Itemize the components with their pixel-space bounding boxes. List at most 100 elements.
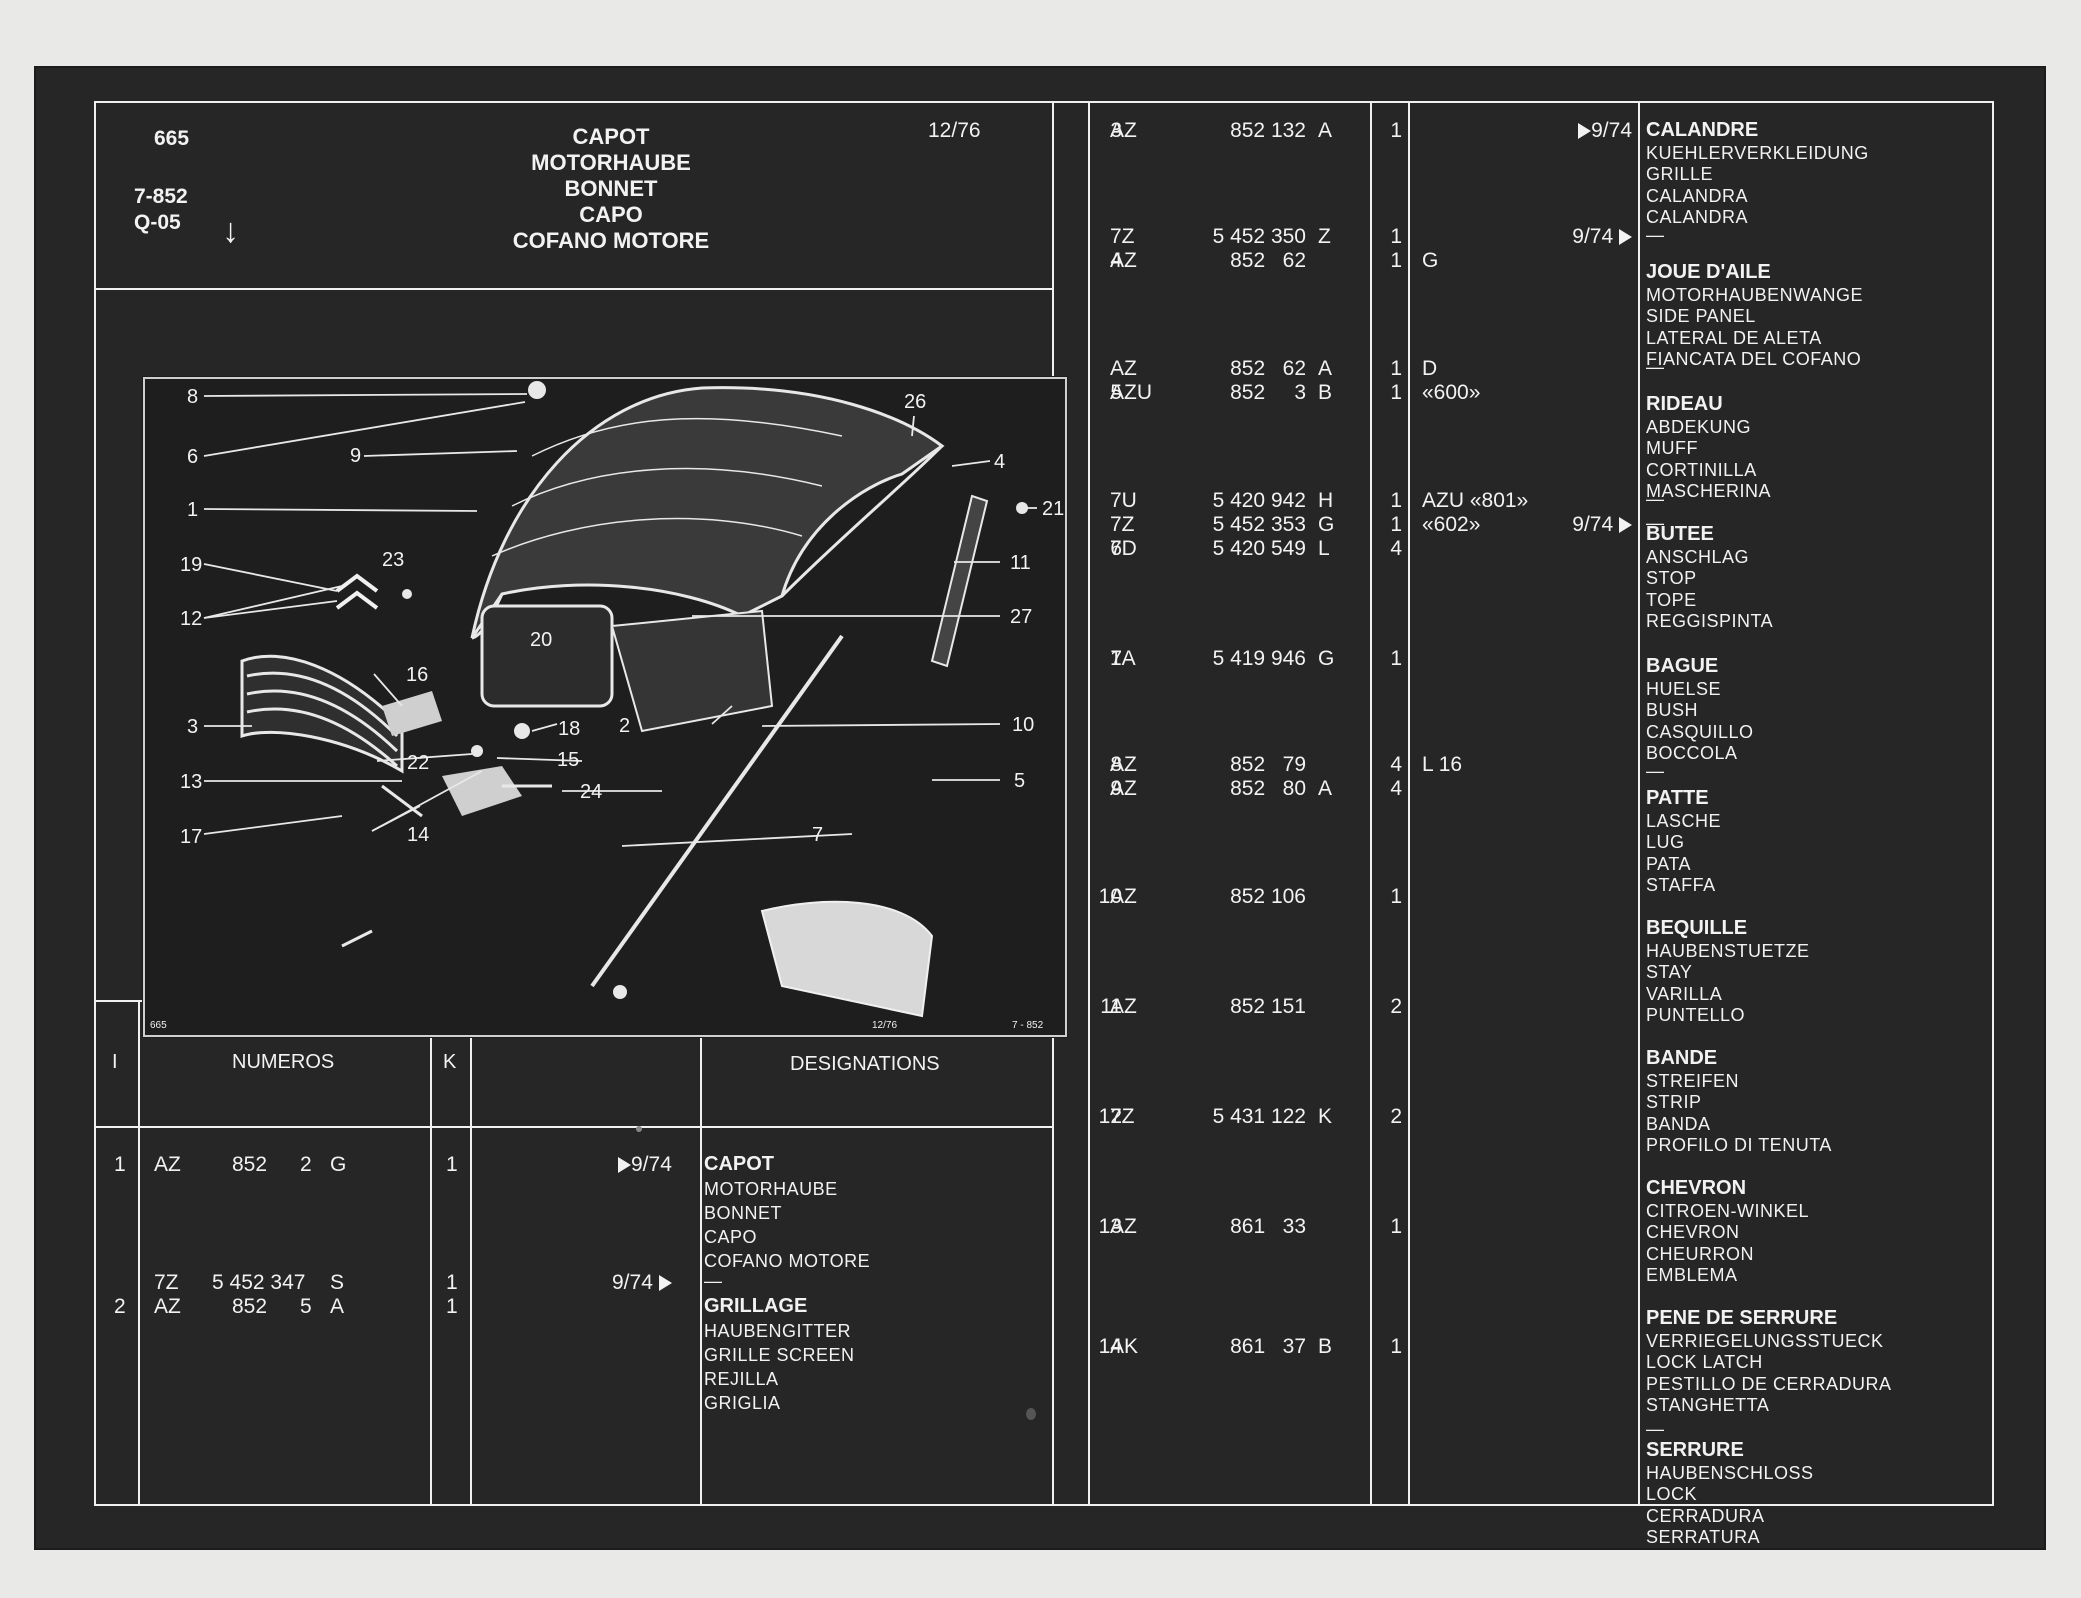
- row-pos: 12: [1098, 1105, 1122, 1128]
- row-date: 9/74: [1536, 120, 1632, 141]
- row2a-qty: 1: [446, 1271, 458, 1294]
- designation-dash: —: [1646, 489, 1665, 509]
- row2-desig-2: GRILLE SCREEN: [704, 1345, 855, 1365]
- designation-translation: BOCCOLA: [1646, 743, 1738, 764]
- designation-translation: STRIP: [1646, 1092, 1702, 1113]
- designation-heading: PENE DE SERRURE: [1646, 1307, 1838, 1329]
- row-number: 852 62: [1230, 357, 1306, 380]
- callout-1: 1: [187, 499, 198, 521]
- designation-translation: CERRADURA: [1646, 1505, 1765, 1526]
- frame-bottom: [94, 1504, 1994, 1506]
- row-number: 5 419 946: [1212, 647, 1306, 670]
- header-bottom-line: [94, 288, 1054, 290]
- designation-translation: MOTORHAUBENWANGE: [1646, 284, 1864, 305]
- row-prefix: AZ: [1110, 119, 1137, 142]
- callout-10: 10: [1012, 714, 1034, 736]
- designation-translation: LATERAL DE ALETA: [1646, 327, 1822, 348]
- callout-5: 5: [1014, 770, 1025, 792]
- designation-translation: ANSCHLAG: [1646, 546, 1750, 567]
- row-pos: 9: [1110, 777, 1122, 800]
- down-arrow-icon: ↓: [222, 212, 239, 250]
- row-pos: 14: [1098, 1335, 1122, 1358]
- col-header-k: K: [443, 1051, 457, 1073]
- designation-dash: —: [1646, 1419, 1665, 1439]
- row-pos: 10: [1098, 885, 1122, 908]
- row-prefix: 7D: [1110, 537, 1137, 560]
- designation-translation: REGGISPINTA: [1646, 611, 1774, 632]
- row-prefix: AZU: [1110, 381, 1152, 404]
- grille-shape: [240, 654, 404, 774]
- row2a-num: 5 452 347: [212, 1271, 306, 1294]
- row1-desig-4: COFANO MOTORE: [704, 1251, 871, 1271]
- col-header-numeros: NUMEROS: [232, 1051, 335, 1073]
- row1-suffix2: G: [330, 1153, 347, 1176]
- row-suffix: A: [1318, 119, 1333, 142]
- play-arrow-icon: [658, 1275, 672, 1292]
- callout-16: 16: [406, 664, 428, 686]
- callout-2: 2: [619, 715, 630, 737]
- row1-qty: 1: [446, 1153, 458, 1176]
- row-number: 5 452 350: [1212, 225, 1306, 248]
- row-number: 852 3: [1230, 381, 1306, 404]
- divider-qty-col: [1370, 101, 1372, 1506]
- row-note: L 16: [1422, 753, 1463, 776]
- callout-21: 21: [1042, 498, 1064, 520]
- designation-translation: CASQUILLO: [1646, 721, 1754, 742]
- row-suffix: B: [1318, 1335, 1333, 1358]
- designation-translation: SERRATURA: [1646, 1527, 1761, 1548]
- row-pos: 5: [1110, 381, 1122, 404]
- callout-8: 8: [187, 386, 198, 408]
- callout-22: 22: [407, 752, 429, 774]
- title-de: MOTORHAUBE: [531, 150, 691, 175]
- designation-heading: BUTEE: [1646, 523, 1714, 545]
- row-note: AZU «801»: [1422, 489, 1529, 512]
- title-es: CAPO: [579, 202, 643, 227]
- dust-speck: [1026, 1408, 1036, 1420]
- callout-11: 11: [1010, 552, 1031, 574]
- row-qty: 1: [1390, 1335, 1402, 1358]
- row-suffix: G: [1318, 647, 1335, 670]
- row-note: G: [1422, 249, 1439, 272]
- row-suffix: K: [1318, 1105, 1333, 1128]
- designation-translation: EMBLEMA: [1646, 1265, 1738, 1286]
- row-prefix: AZ: [1110, 777, 1137, 800]
- designation-heading: BAGUE: [1646, 655, 1719, 677]
- designation-heading: PATTE: [1646, 787, 1709, 809]
- row1-suffix1: 2: [300, 1153, 312, 1176]
- row-qty: 1: [1390, 249, 1402, 272]
- row-pos: 7: [1110, 647, 1122, 670]
- callout-15: 15: [557, 749, 579, 771]
- designation-heading: RIDEAU: [1646, 393, 1723, 415]
- row1-desig-3: CAPO: [704, 1227, 758, 1247]
- row-number: 852 80: [1230, 777, 1306, 800]
- designation-translation: CITROEN-WINKEL: [1646, 1200, 1810, 1221]
- row-number: 5 420 942: [1212, 489, 1306, 512]
- row1-desig-1: MOTORHAUBE: [704, 1179, 838, 1199]
- designation-heading: SERRURE: [1646, 1439, 1744, 1461]
- row2-desig-3: REJILLA: [704, 1369, 779, 1389]
- header-date: 12/76: [928, 119, 981, 142]
- designation-translation: STAFFA: [1646, 875, 1716, 896]
- title-it: COFANO MOTORE: [512, 228, 710, 253]
- callout-27: 27: [1010, 606, 1032, 628]
- designation-heading: CHEVRON: [1646, 1177, 1747, 1199]
- row-qty: 1: [1390, 489, 1402, 512]
- row2b-num: 852: [232, 1295, 268, 1318]
- row-number: 861 37: [1230, 1335, 1306, 1358]
- callout-9: 9: [350, 445, 361, 467]
- table-header-bottom-line: [94, 1126, 1054, 1128]
- designation-translation: LASCHE: [1646, 810, 1722, 831]
- designation-translation: STREIFEN: [1646, 1070, 1740, 1091]
- frame-top: [94, 101, 1994, 103]
- divider-numeros: [430, 1000, 432, 1506]
- bonnet-shape: [470, 386, 945, 640]
- row-suffix: G: [1318, 513, 1335, 536]
- row-qty: 1: [1390, 647, 1402, 670]
- row-prefix: AK: [1110, 1335, 1139, 1358]
- callout-26: 26: [904, 391, 926, 413]
- row-prefix: AZ: [1110, 249, 1137, 272]
- col-header-designations: DESIGNATIONS: [790, 1053, 940, 1075]
- designation-translation: VARILLA: [1646, 983, 1723, 1004]
- designation-translation: CALANDRA: [1646, 207, 1749, 228]
- frame-right: [1992, 101, 1994, 1506]
